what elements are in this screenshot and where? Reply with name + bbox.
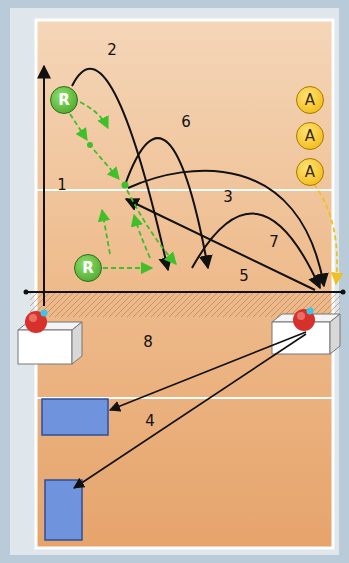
player-circle: R xyxy=(74,254,102,282)
player-letter: A xyxy=(305,165,315,180)
callout-number: 3 xyxy=(223,190,233,205)
player-letter: R xyxy=(58,93,70,108)
callout-number: 8 xyxy=(143,335,153,350)
callout-number: 1 xyxy=(57,178,67,193)
callout-number: 2 xyxy=(107,43,117,58)
player-circle: R xyxy=(50,86,78,114)
player-letter: A xyxy=(305,93,315,108)
attacker-circle: A xyxy=(296,122,324,150)
callout-number: 6 xyxy=(181,115,191,130)
attacker-circle: A xyxy=(296,86,324,114)
callout-number: 7 xyxy=(269,235,279,250)
callout-number: 4 xyxy=(145,414,155,429)
player-letter: A xyxy=(305,129,315,144)
attacker-circle: A xyxy=(296,158,324,186)
player-letter: R xyxy=(82,261,94,276)
callout-number: 5 xyxy=(239,269,249,284)
